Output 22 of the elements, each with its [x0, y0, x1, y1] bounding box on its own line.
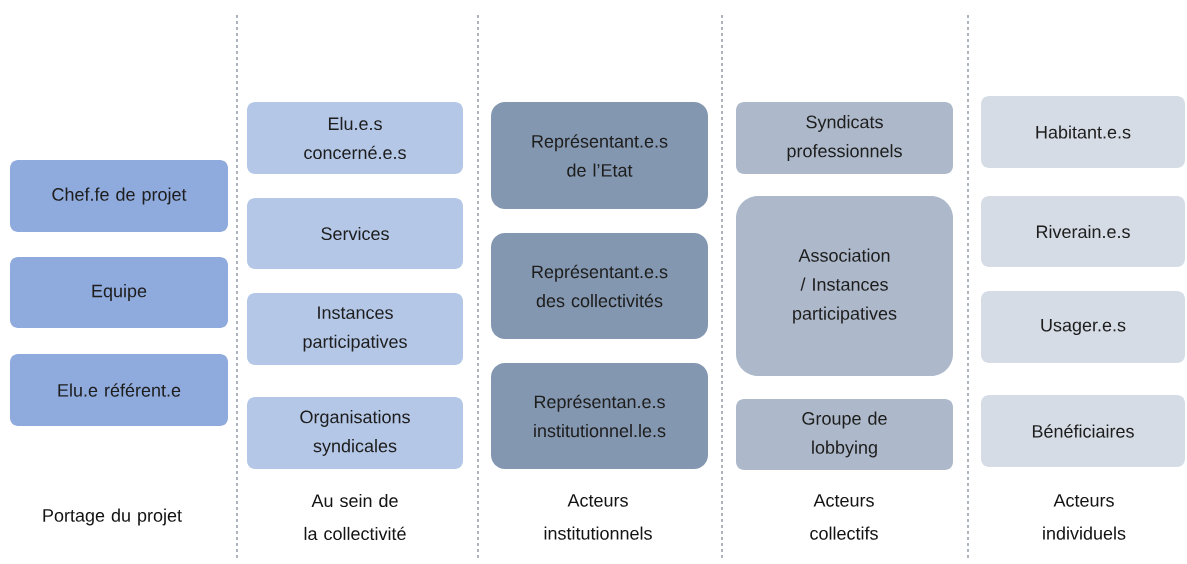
column-heading: Au sein de la collectivité [304, 493, 406, 541]
role-box: Syndicats professionnels [736, 102, 953, 174]
role-box: Groupe de lobbying [736, 399, 953, 470]
role-box: Chef.fe de projet [10, 160, 228, 232]
column-heading: Acteurs institutionnels [544, 494, 652, 540]
role-box: Usager.e.s [981, 291, 1185, 363]
column-heading: Portage du projet [43, 508, 182, 526]
role-box: Elu.e.s concerné.e.s [247, 102, 463, 174]
role-box: Bénéficiaires [981, 395, 1185, 467]
role-box: Elu.e référent.e [10, 354, 228, 426]
role-box: Services [247, 198, 463, 269]
role-box: Organisations syndicales [247, 397, 463, 469]
role-box: Instances participatives [247, 293, 463, 365]
role-box: Représentant.e.s de l’Etat [491, 102, 708, 209]
role-box: Habitant.e.s [981, 96, 1185, 168]
role-box: Association / Instances participatives [736, 196, 953, 376]
role-box: Riverain.e.s [981, 196, 1185, 267]
column-heading: Acteurs individuels [1043, 494, 1126, 540]
role-box: Equipe [10, 257, 228, 328]
role-box: Représentant.e.s des collectivités [491, 233, 708, 339]
column-heading: Acteurs collectifs [810, 494, 878, 540]
role-box: Représentan.e.s institutionnel.le.s [491, 363, 708, 469]
